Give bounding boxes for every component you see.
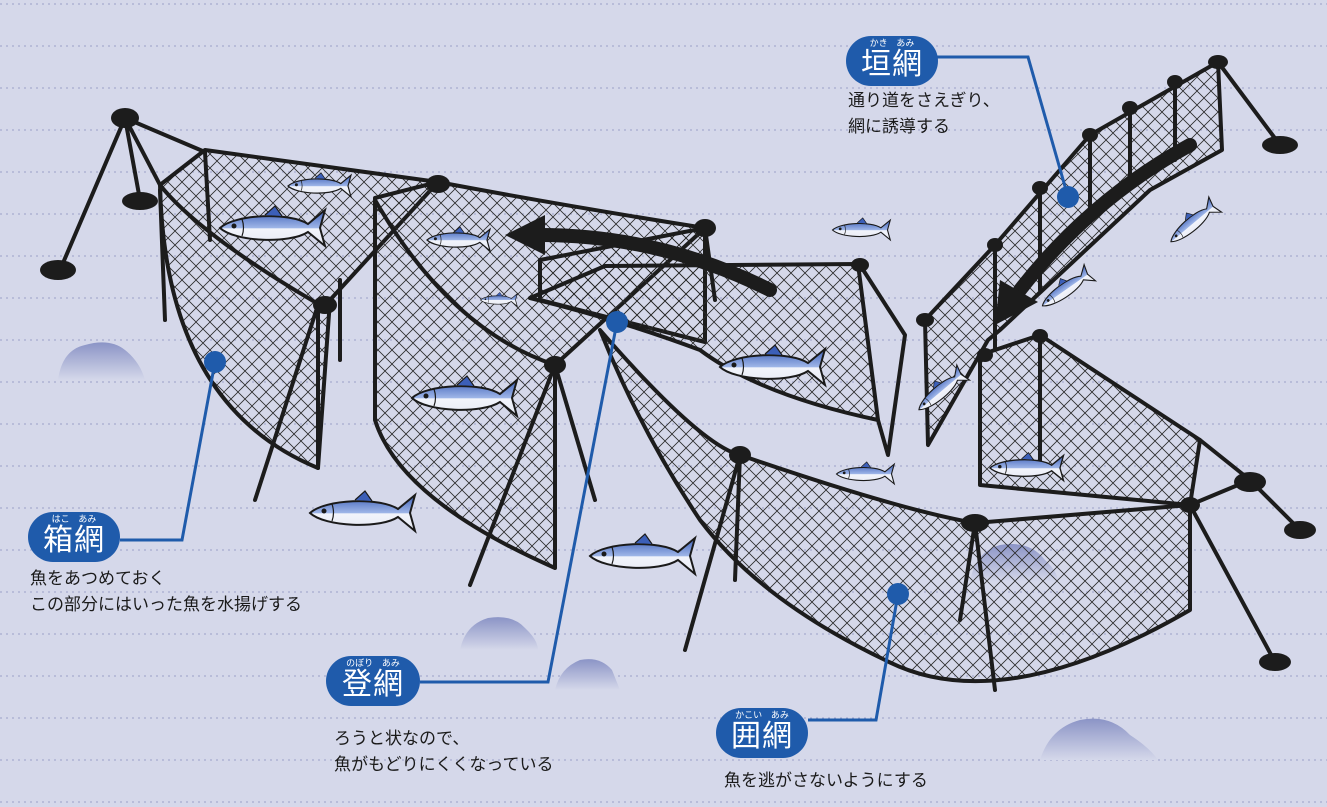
kakoiami-description: 魚を逃がさないようにする: [724, 768, 928, 794]
flow-arrowheads: [505, 215, 1038, 325]
kakoiami-desc-line-1: 魚を逃がさないようにする: [724, 771, 928, 791]
floats: [40, 55, 1316, 671]
kakiami-description: 通り道をさえぎり、 網に誘導する: [848, 88, 1000, 140]
kakoiami-badge: かこい あみ 囲網: [716, 708, 808, 758]
kakiami-ruby: かき あみ: [869, 39, 915, 49]
hakoami-desc-line-1: 魚をあつめておく: [30, 569, 166, 589]
kakiami-desc-line-2: 網に誘導する: [848, 117, 950, 137]
noboriami-description: ろうと状なので、 魚がもどりにくくなっている: [334, 726, 553, 778]
hakoami-ruby: はこ あみ: [51, 515, 97, 525]
noboriami-badge: のぼり あみ 登網: [326, 656, 420, 706]
hakoami-description: 魚をあつめておく この部分にはいった魚を水揚げする: [30, 566, 302, 618]
net-structure: [58, 60, 1302, 692]
leader-lines: [120, 55, 1070, 722]
noboriami-desc-line-1: ろうと状なので、: [334, 729, 470, 749]
leader-dots: [204, 186, 1079, 605]
hakoami-desc-line-2: この部分にはいった魚を水揚げする: [30, 595, 302, 615]
noboriami-title: 登網: [342, 667, 404, 702]
kakiami-desc-line-1: 通り道をさえぎり、: [848, 91, 1000, 111]
kakoiami-title: 囲網: [731, 719, 793, 754]
kakiami-badge: かき あみ 垣網: [846, 36, 938, 86]
noboriami-desc-line-2: 魚がもどりにくくなっている: [334, 755, 554, 775]
noboriami-ruby: のぼり あみ: [346, 659, 400, 669]
hakoami-title: 箱網: [43, 523, 105, 558]
hakoami-badge: はこ あみ 箱網: [28, 512, 120, 562]
kakoiami-ruby: かこい あみ: [735, 711, 789, 721]
kakiami-title: 垣網: [861, 47, 923, 82]
